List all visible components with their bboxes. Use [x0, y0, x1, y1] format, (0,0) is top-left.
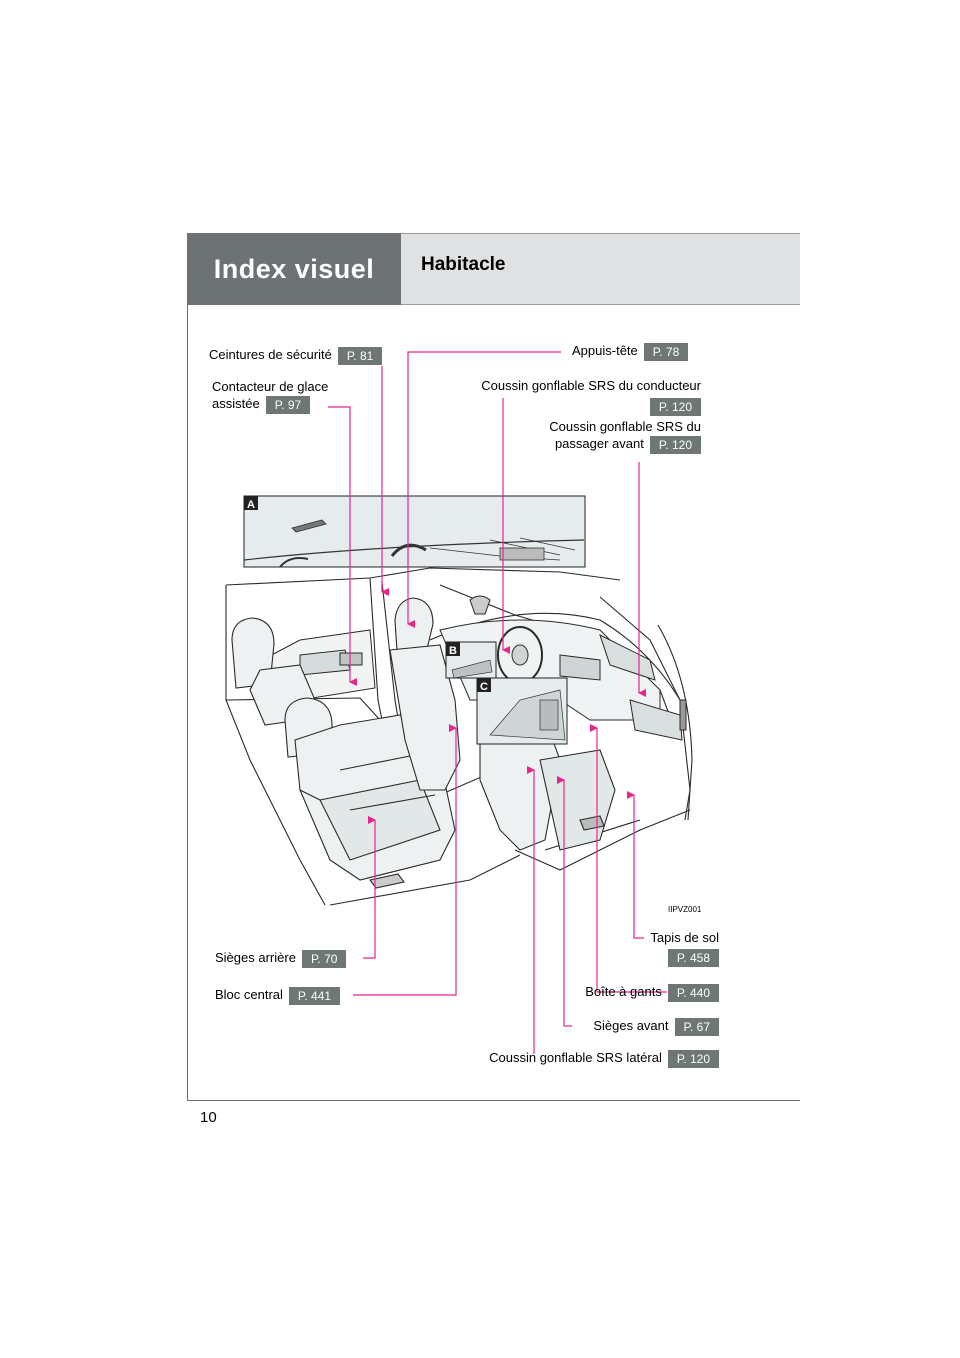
page-number: 10	[200, 1109, 217, 1126]
leader-power-window	[328, 406, 357, 686]
label-driver-airbag: Coussin gonflable SRS du conducteur P. 1…	[481, 378, 701, 416]
topic-title: Habitacle	[421, 254, 506, 275]
page-ref-badge: P. 70	[301, 949, 347, 968]
inset-b-door-switch: B	[445, 641, 497, 679]
section-header: Index visuel Habitacle	[187, 233, 800, 305]
page-ref-badge: P. 67	[674, 1017, 719, 1036]
topic-bar: Habitacle	[401, 233, 800, 305]
leader-front-seats	[557, 776, 572, 1027]
leader-headrests	[407, 351, 561, 628]
page-ref-badge: P. 458	[667, 948, 719, 967]
page-ref-badge: P. 441	[288, 986, 341, 1005]
page-ref-badge: P. 78	[643, 342, 689, 361]
page-ref-badge: P. 81	[337, 346, 383, 365]
page-ref-badge: P. 440	[667, 983, 719, 1002]
callout-a: A	[247, 499, 255, 511]
leader-floor-mats	[627, 791, 644, 939]
inset-c-console: C	[476, 677, 568, 745]
page-ref-badge: P. 120	[649, 397, 701, 416]
figure-code: IIPVZ001	[668, 905, 702, 914]
page-ref-badge: P. 120	[649, 435, 701, 454]
page-ref-badge: P. 120	[667, 1049, 719, 1068]
page-ref-badge: P. 97	[265, 395, 311, 414]
label-floor-mats: Tapis de sol P. 458	[650, 930, 719, 967]
leader-rear-seats	[363, 816, 376, 959]
callout-c: C	[480, 681, 488, 693]
section-title: Index visuel	[213, 253, 375, 284]
section-tab: Index visuel	[187, 233, 401, 305]
leader-console	[353, 724, 457, 996]
page-frame-bottom	[187, 1100, 800, 1101]
callout-b: B	[449, 645, 457, 657]
leader-lines	[328, 351, 667, 1054]
inset-a-roof: A	[243, 495, 586, 568]
leader-glovebox	[590, 724, 667, 993]
page-frame-left	[187, 233, 188, 1101]
